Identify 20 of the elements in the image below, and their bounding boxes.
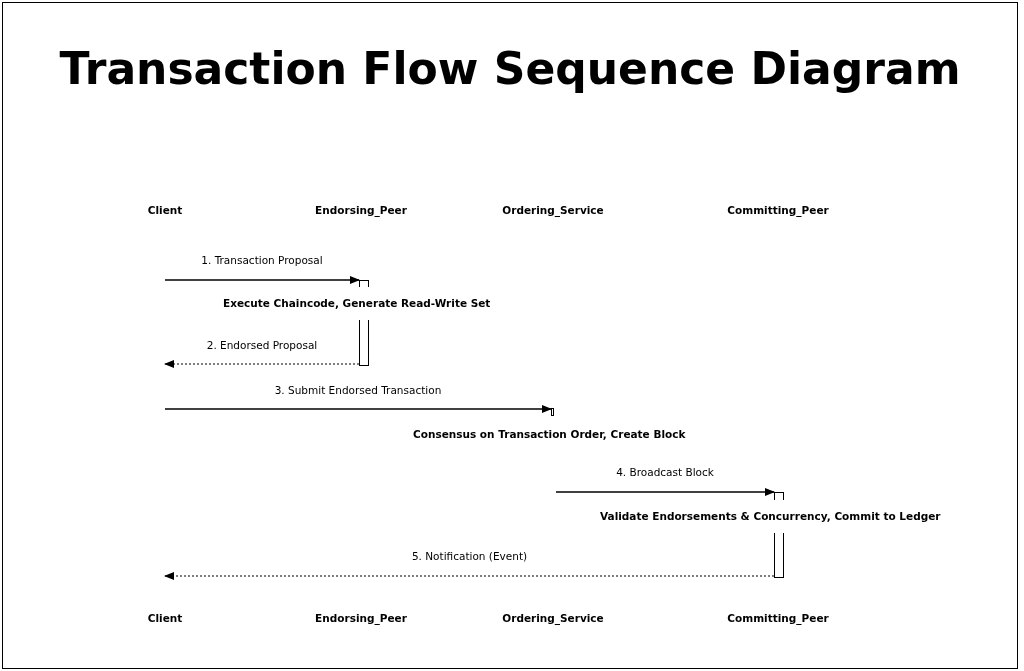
dashed-arrow (164, 572, 775, 580)
message-label: 4. Broadcast Block (616, 466, 714, 479)
participant-label: Endorsing_Peer (315, 612, 407, 625)
message-label: 2. Endorsed Proposal (206, 339, 318, 352)
participant-label: Ordering_Service (502, 204, 604, 217)
message-label: 3. Submit Endorsed Transaction (274, 384, 442, 397)
participant-label: Ordering_Service (502, 612, 604, 625)
arrow (555, 488, 775, 496)
participant-label: Committing_Peer (727, 204, 829, 217)
activation-bar (551, 408, 554, 416)
message-label: 1. Transaction Proposal (201, 254, 323, 267)
participant-label: Committing_Peer (727, 612, 829, 625)
participant-label: Endorsing_Peer (315, 204, 407, 217)
participant-label: Client (147, 612, 183, 625)
arrow (164, 405, 552, 413)
arrow (164, 276, 360, 284)
message-label: 5. Notification (Event) (411, 550, 528, 563)
dashed-arrow (164, 360, 360, 368)
diagram-title: Transaction Flow Sequence Diagram (58, 43, 962, 94)
participant-label: Client (147, 204, 183, 217)
